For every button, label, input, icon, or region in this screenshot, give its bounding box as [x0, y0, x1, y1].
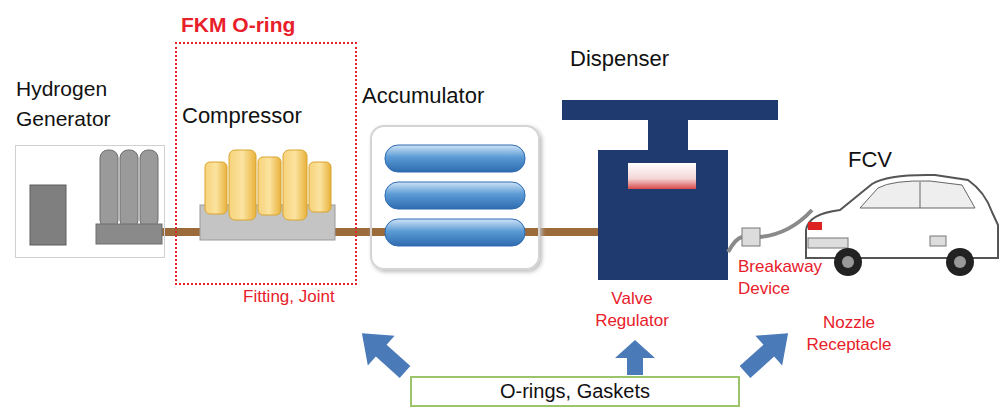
part-label: Breakaway Device [738, 256, 838, 300]
node-text: Accumulator [362, 82, 484, 110]
node-text: FKM O-ring [181, 12, 295, 38]
pipe-connector [165, 228, 175, 236]
highlight-box: FKM O-ringCompressor [175, 42, 357, 285]
node-text: Compressor [182, 102, 302, 130]
pipe-connector [357, 228, 370, 236]
component-label: Dispenser [570, 45, 669, 74]
accumulator-box: Accumulator [370, 125, 540, 270]
hose-breakaway [728, 210, 812, 252]
node-text: O-rings, Gaskets [500, 379, 650, 404]
dispenser-figure [562, 100, 778, 280]
fcv-car [806, 175, 998, 276]
accumulator-tanks [385, 145, 525, 246]
compressor-figure [200, 150, 335, 240]
part-label: Valve Regulator [582, 288, 682, 332]
node-text: Hydrogen Generator [16, 74, 166, 134]
component-label: FCV [848, 146, 892, 175]
generator-box: Hydrogen Generator [15, 145, 165, 258]
part-label: Fitting, Joint [243, 286, 335, 308]
generator-figure [30, 150, 162, 245]
part-label: Nozzle Receptacle [796, 312, 902, 356]
seal-box: O-rings, Gaskets [410, 376, 740, 407]
